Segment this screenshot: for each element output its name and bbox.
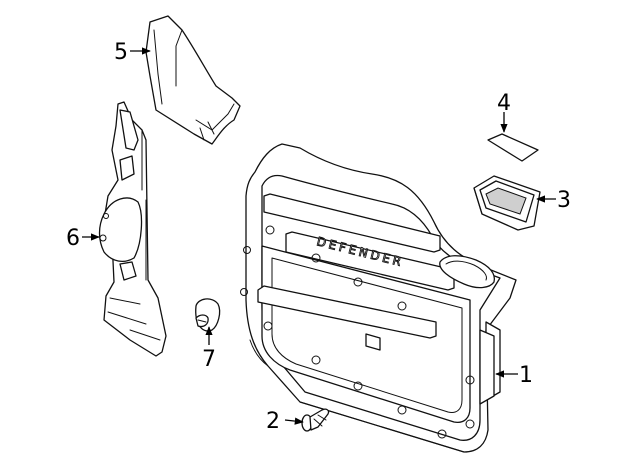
callout-labels: 1 2 3 4 5 6 7 bbox=[66, 40, 571, 434]
part-6-pillar-trim bbox=[98, 101, 167, 357]
part-2-screw bbox=[301, 408, 330, 432]
leader-2 bbox=[284, 417, 304, 425]
callout-5: 5 bbox=[114, 40, 128, 65]
part-7-push-clip bbox=[195, 298, 221, 332]
callout-7: 7 bbox=[202, 347, 216, 372]
callout-2: 2 bbox=[266, 409, 280, 434]
callout-4: 4 bbox=[497, 91, 511, 116]
callout-leaders bbox=[82, 47, 556, 425]
callout-6: 6 bbox=[66, 226, 80, 251]
callout-1: 1 bbox=[519, 363, 533, 388]
part-1-trim-panel: DEFENDER bbox=[240, 143, 517, 453]
part-4-mat bbox=[487, 133, 539, 162]
part-3-storage-cup bbox=[473, 175, 541, 231]
part-5-upper-pillar-trim bbox=[145, 15, 241, 145]
callout-3: 3 bbox=[557, 188, 571, 213]
